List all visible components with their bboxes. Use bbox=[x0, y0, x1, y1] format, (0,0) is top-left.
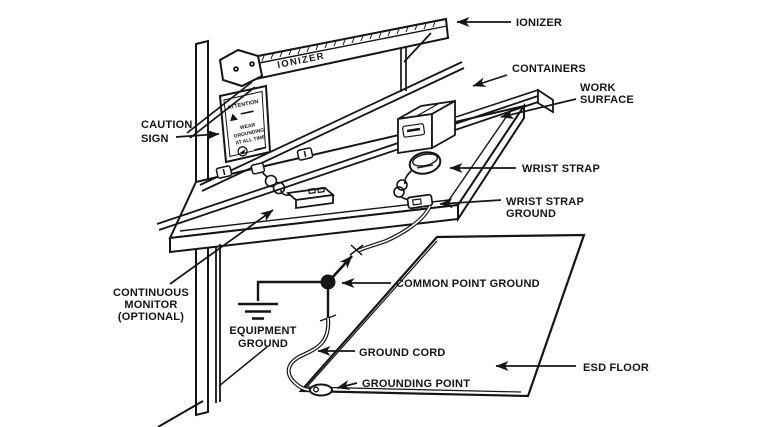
ionizer-bracket bbox=[218, 48, 264, 88]
work-surface-label: SURFACE bbox=[580, 94, 634, 106]
equipment-ground-symbol bbox=[238, 302, 278, 320]
continuous-monitor bbox=[250, 162, 336, 210]
work-surface-leader bbox=[500, 98, 577, 119]
floor-ground-cord bbox=[286, 289, 337, 397]
ionizer-brace bbox=[186, 81, 256, 139]
wrist-strap bbox=[393, 151, 442, 210]
wrist-strap-ground-leader bbox=[439, 198, 502, 209]
sign-small-text: WEAR bbox=[240, 122, 257, 131]
outlet-clip-left bbox=[215, 165, 233, 179]
monitor-rail-clip bbox=[250, 162, 266, 175]
bench-ground-cord bbox=[330, 205, 432, 280]
ionizer-vents bbox=[261, 21, 436, 62]
common-point-ground-node bbox=[238, 274, 336, 320]
containers-box bbox=[397, 99, 456, 155]
continuous-monitor-label: CONTINUOUS bbox=[113, 287, 189, 299]
bench-leg bbox=[157, 244, 268, 427]
continuous-monitor-leader bbox=[169, 209, 274, 285]
continuous-monitor-label: (OPTIONAL) bbox=[118, 311, 184, 323]
wrist-strap-ground-connector bbox=[406, 193, 434, 210]
ground-cord-label: GROUND CORD bbox=[359, 347, 446, 359]
equipment-ground-label: EQUIPMENT bbox=[229, 325, 296, 337]
wrist-strap-ground-label: WRIST STRAP bbox=[506, 196, 584, 208]
containers-label: CONTAINERS bbox=[512, 63, 586, 75]
containers-leader bbox=[472, 74, 508, 87]
shelf-end-cap bbox=[537, 88, 554, 114]
wrist-strap-label: WRIST STRAP bbox=[522, 163, 600, 175]
caution-sign-label: SIGN bbox=[141, 133, 169, 145]
common-point-ground-label: COMMON POINT GROUND bbox=[396, 278, 540, 290]
warning-triangle-icon bbox=[230, 113, 238, 122]
caution-sign-label: CAUTION bbox=[141, 119, 193, 131]
caution-sign-leader bbox=[175, 129, 220, 140]
shelf-rails bbox=[156, 61, 554, 231]
esd-symbol-icon bbox=[237, 146, 248, 157]
work-surface-label: WORK bbox=[580, 82, 616, 94]
continuous-monitor-label: MONITOR bbox=[124, 299, 177, 311]
ionizer-support-strut bbox=[400, 32, 432, 92]
caution-sign: ATTENTION WEAR GROUNDING AT ALL TIME bbox=[218, 84, 272, 164]
ionizer-label: IONIZER bbox=[516, 17, 562, 29]
bench-right-face bbox=[457, 102, 525, 223]
equipment-ground-label: GROUND bbox=[238, 338, 288, 350]
monitor-front bbox=[295, 193, 334, 210]
ionizer-bar: IONIZER bbox=[218, 17, 450, 92]
grounding-point-label: GROUNDING POINT bbox=[362, 378, 470, 390]
esd-floor-label: ESD FLOOR bbox=[583, 362, 649, 374]
callout-leaders bbox=[169, 17, 577, 390]
esd-floor-mat bbox=[298, 233, 586, 398]
outlet-clip-right bbox=[296, 147, 314, 161]
grounding-point-leader bbox=[336, 380, 358, 390]
wrist-strap-ground-label: GROUND bbox=[506, 208, 556, 220]
